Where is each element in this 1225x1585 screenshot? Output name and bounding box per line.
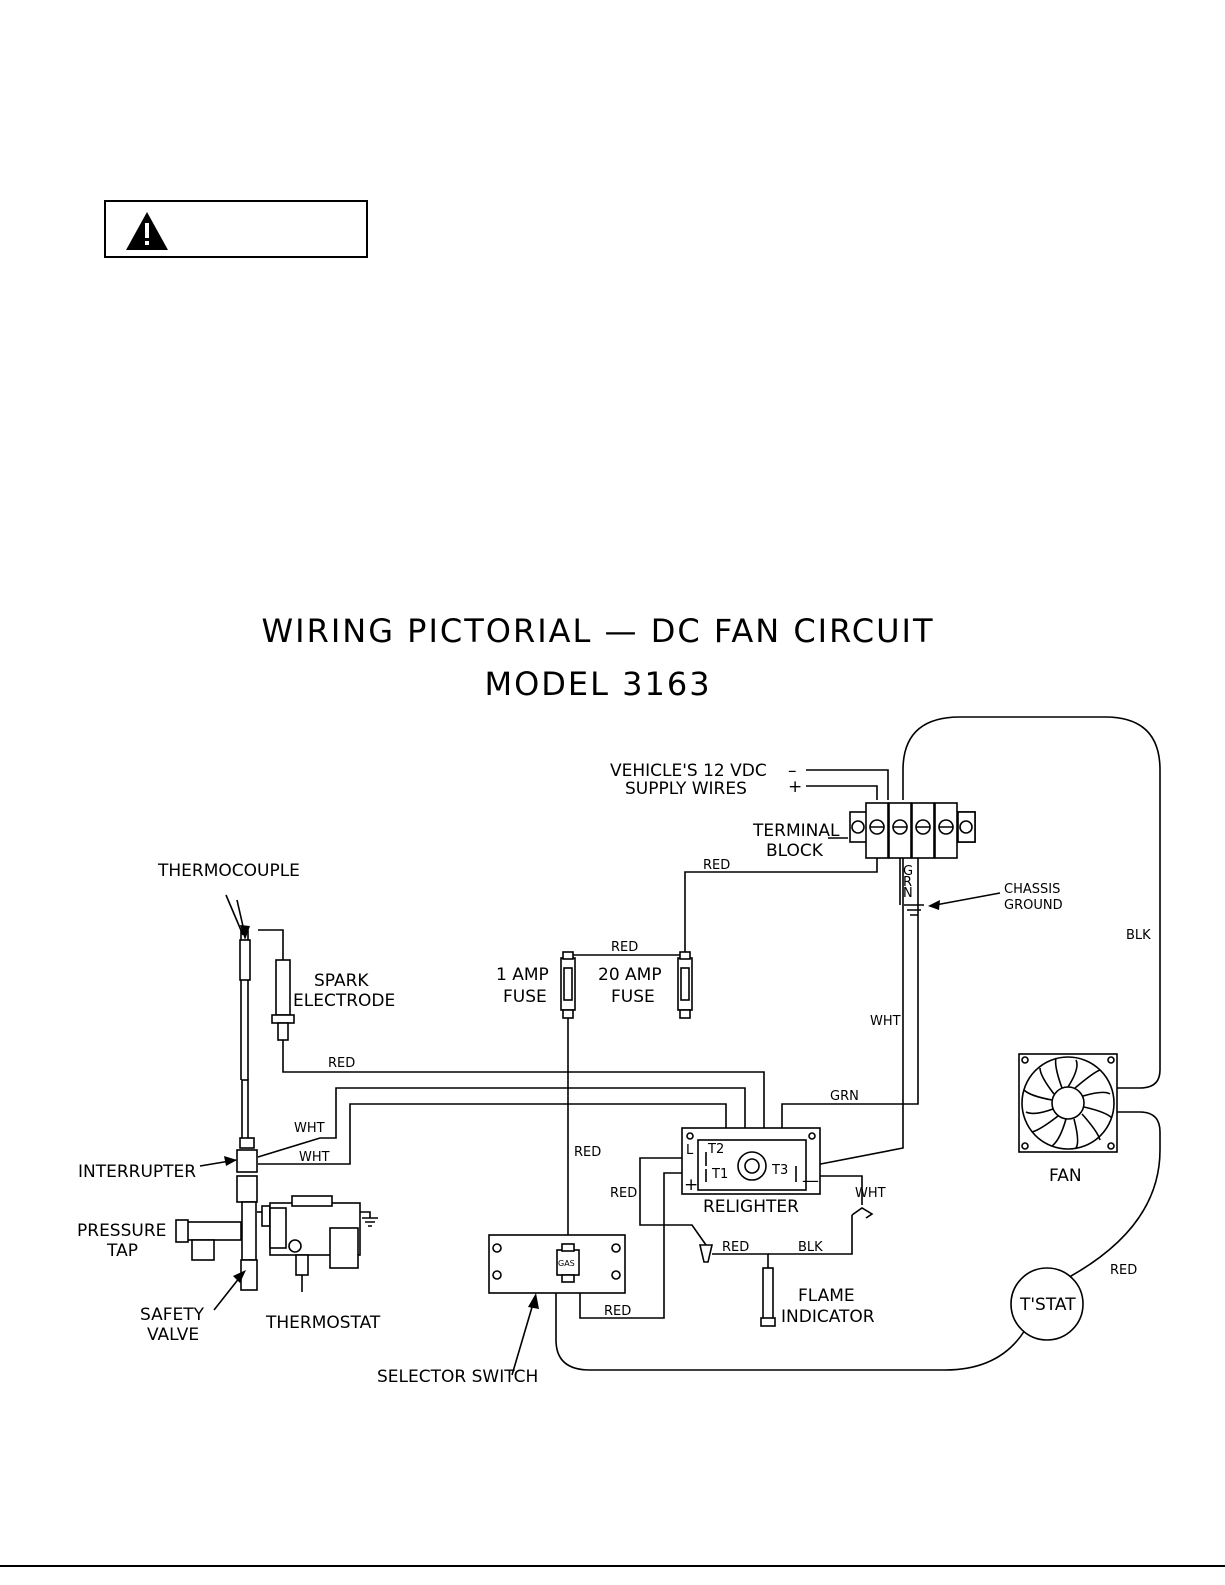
grn-wire-to-relighter	[781, 858, 919, 1130]
red-wire-flame-indicator	[712, 1253, 769, 1268]
selector-switch-label: SELECTOR SWITCH	[377, 1367, 538, 1387]
pressure-tap-label-2: TAP	[106, 1241, 138, 1261]
thermocouple	[225, 894, 251, 1141]
diagram-subtitle: MODEL 3163	[484, 665, 711, 703]
supply-positive-wire	[806, 785, 878, 800]
diagram-title: WIRING PICTORIAL — DC FAN CIRCUIT	[262, 612, 935, 650]
selector-switch	[488, 1234, 626, 1376]
wire-label-wht-flame: WHT	[855, 1186, 886, 1201]
wire-label-wht-lower: WHT	[299, 1150, 330, 1165]
red-wire-relighter-to-selector	[579, 1172, 712, 1319]
interrupter	[199, 1137, 258, 1173]
vehicle-supply-label-2: SUPPLY WIRES	[625, 779, 747, 799]
tstat-label: T'STAT	[1019, 1295, 1076, 1315]
interrupter-label: INTERRUPTER	[78, 1162, 196, 1182]
relighter-label: RELIGHTER	[703, 1197, 799, 1217]
relighter-t3-label: T3	[771, 1163, 788, 1178]
pressure-tap-label-1: PRESSURE	[77, 1221, 166, 1241]
wire-label-red-flame: RED	[722, 1240, 749, 1255]
wire-label-red-relighter-left: RED	[610, 1186, 637, 1201]
red-wire-relighter-left	[639, 1157, 712, 1246]
red-wire-terminal-to-fuse	[684, 858, 878, 955]
wires	[257, 716, 1161, 1371]
wire-label-red-spark: RED	[328, 1056, 355, 1071]
spark-electrode-label-2: ELECTRODE	[293, 991, 395, 1011]
vehicle-supply-label-1: VEHICLE'S 12 VDC	[610, 761, 767, 781]
wire-label-wht-relighter: WHT	[870, 1014, 901, 1029]
wire-label-blk-fan: BLK	[1126, 928, 1151, 943]
flame-indicator	[698, 1207, 874, 1327]
wht-wire-to-relighter	[799, 858, 904, 1169]
terminal-block-label-2: BLOCK	[766, 841, 824, 861]
terminal-block-label-1: TERMINAL	[752, 821, 840, 841]
wire-label-red-selector: RED	[604, 1304, 631, 1319]
wire-label-red-fuses: RED	[611, 940, 638, 955]
red-wire-spark-electrode	[282, 1040, 765, 1165]
wire-label-grn-relighter: GRN	[830, 1089, 859, 1104]
relighter-t1-label: T1	[711, 1167, 728, 1182]
wire-label-grn-vertical-n: N	[903, 886, 913, 901]
supply-negative-wire	[806, 769, 889, 800]
chassis-ground-label-1: CHASSIS	[1004, 882, 1060, 897]
wire-label-wht-upper: WHT	[294, 1121, 325, 1136]
fuse-1-amp-label-1: 1 AMP	[496, 965, 549, 985]
relighter-plus-label: +	[684, 1175, 698, 1195]
safety-valve-label-1: SAFETY	[140, 1305, 205, 1325]
fan-label: FAN	[1049, 1166, 1082, 1186]
minus-sign: –	[788, 761, 797, 781]
warning-box	[104, 200, 368, 258]
warning-triangle-icon	[126, 212, 168, 250]
red-wire-between-fuses	[567, 954, 685, 958]
spark-electrode	[258, 929, 295, 1041]
thermostat-label: THERMOSTAT	[265, 1313, 381, 1333]
red-wire-tstat-to-fan	[1059, 1111, 1161, 1283]
terminal-block	[849, 802, 976, 859]
wht-wire-upper	[257, 1087, 746, 1158]
tstat	[1010, 1267, 1084, 1341]
wire-label-blk-flame: BLK	[798, 1240, 823, 1255]
pressure-tap	[175, 1205, 271, 1261]
thermocouple-label: THERMOCOUPLE	[157, 861, 300, 881]
flame-indicator-label-2: INDICATOR	[781, 1307, 875, 1327]
fuse-20-amp-label-2: FUSE	[611, 987, 655, 1007]
chassis-ground-symbol	[904, 892, 1001, 916]
wire-label-red-fuse-down: RED	[574, 1145, 601, 1160]
safety-valve	[213, 1175, 258, 1311]
relighter-minus-label: —	[802, 1171, 819, 1191]
wire-label-red-terminal: RED	[703, 858, 730, 873]
spark-electrode-label-1: SPARK	[314, 971, 369, 991]
safety-valve-label-2: VALVE	[147, 1325, 199, 1345]
relighter-l-label: L	[686, 1143, 694, 1158]
plus-sign: +	[788, 777, 802, 797]
flame-indicator-label-1: FLAME	[798, 1286, 855, 1306]
fuse-20-amp	[677, 951, 693, 1019]
thermostat-valve	[269, 1195, 378, 1292]
blk-wire-flame-indicator	[768, 1215, 853, 1255]
gas-label: GAS	[558, 1259, 575, 1268]
fuse-1-amp	[560, 951, 576, 1019]
blk-wire-to-fan	[902, 716, 1161, 1089]
wire-label-grn-vertical-g: G	[903, 864, 913, 879]
chassis-ground-label-2: GROUND	[1004, 898, 1063, 913]
relighter	[681, 1127, 821, 1195]
relighter-t2-label: T2	[707, 1142, 724, 1157]
wire-label-red-tstat: RED	[1110, 1263, 1137, 1278]
fuse-1-amp-label-2: FUSE	[503, 987, 547, 1007]
wire-selector-to-tstat	[555, 1280, 1026, 1371]
fuse-20-amp-label-1: 20 AMP	[598, 965, 662, 985]
fan	[1018, 1053, 1118, 1153]
wire-label-grn-vertical-r: R	[903, 875, 912, 890]
page-bottom-rule	[0, 1565, 1225, 1567]
wht-wire-lower	[258, 1103, 727, 1165]
